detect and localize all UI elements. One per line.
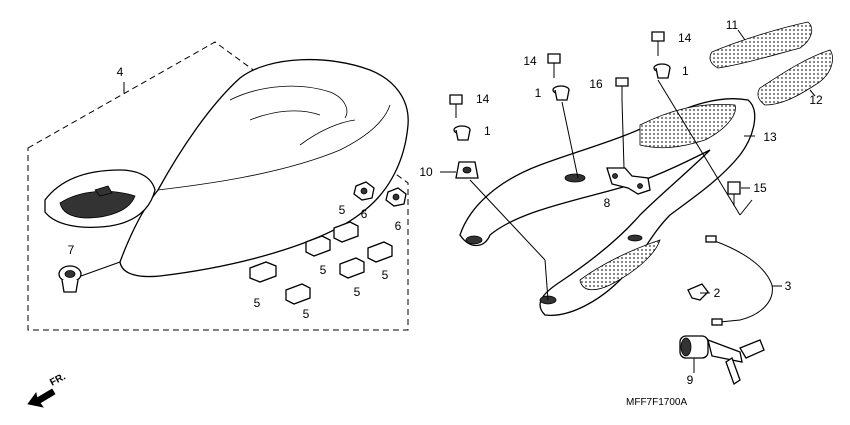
seat-lock-cable-3	[705, 235, 773, 326]
callout-5-f: 5	[303, 307, 310, 321]
bolt-15	[727, 181, 741, 206]
diagram-code: MFF7F1700A	[626, 397, 687, 408]
bolt-14-b	[547, 53, 561, 78]
bolt-16	[615, 77, 629, 100]
tray-11	[709, 21, 813, 69]
callout-3: 3	[785, 279, 792, 293]
seat	[44, 58, 409, 278]
callout-11: 11	[726, 18, 739, 32]
callout-14-c: 14	[678, 31, 692, 45]
callout-4: 4	[117, 65, 124, 79]
cushion-blocks-5	[249, 221, 393, 305]
bolt-14-a	[449, 94, 463, 118]
tray-12	[757, 49, 833, 106]
callout-9: 9	[687, 373, 694, 387]
callout-6-b: 6	[395, 219, 402, 233]
callout-14-a: 14	[476, 92, 490, 106]
callout-5-d: 5	[354, 285, 361, 299]
collar-1-a	[453, 125, 471, 141]
leader-lines	[123, 29, 816, 373]
clip-2	[687, 283, 709, 301]
callout-labels: 4 7 5 6 6 5 5 5 5 5 14 1 10 14 1 16 14 1…	[68, 18, 823, 387]
grommet-7	[58, 261, 121, 293]
callout-15: 15	[753, 181, 767, 195]
front-arrow-icon	[27, 388, 56, 408]
callout-7: 7	[68, 243, 75, 257]
callout-14-b: 14	[523, 54, 537, 68]
front-label: FR.	[48, 371, 68, 388]
callout-5-e: 5	[254, 296, 261, 310]
callout-1-b: 1	[535, 86, 542, 100]
callout-10: 10	[419, 165, 433, 179]
callout-13: 13	[763, 130, 777, 144]
front-direction-indicator: FR.	[27, 371, 68, 408]
callout-5-b: 5	[320, 263, 327, 277]
collar-1-c	[653, 63, 671, 79]
callout-8: 8	[604, 196, 611, 210]
callout-1-c: 1	[682, 64, 689, 78]
seat-group-box	[27, 41, 409, 331]
callout-6-a: 6	[361, 207, 368, 221]
nuts-6	[353, 181, 407, 207]
key-lock-9	[679, 335, 765, 385]
callout-1-a: 1	[484, 124, 491, 138]
bolt-14-c	[651, 31, 665, 56]
grommet-10	[455, 161, 479, 179]
seat-catch-8	[606, 167, 651, 195]
grab-rail	[459, 98, 756, 316]
callout-2: 2	[714, 286, 721, 300]
callout-5-a: 5	[339, 203, 346, 217]
callout-12: 12	[809, 93, 823, 107]
callout-5-c: 5	[382, 268, 389, 282]
callout-16: 16	[589, 77, 603, 91]
collar-1-b	[552, 85, 570, 101]
